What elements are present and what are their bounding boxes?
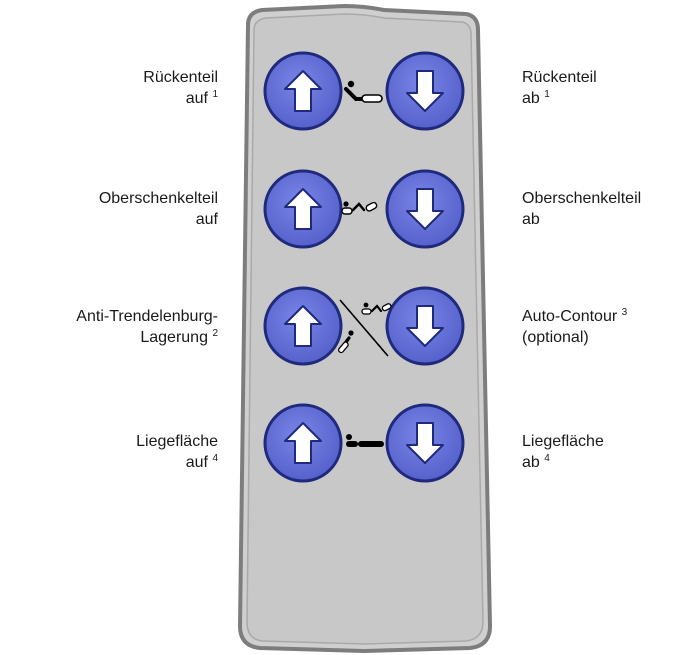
label-line: Lagerung <box>140 329 208 346</box>
label-line: ab <box>522 90 540 107</box>
label-backrest-up: Rückenteil auf 1 <box>143 67 218 109</box>
anti-trendelenburg-button[interactable] <box>263 286 343 366</box>
label-platform-down: Liegefläche ab 4 <box>522 431 604 473</box>
label-line: Oberschenkelteil <box>522 190 642 207</box>
backrest-icon <box>344 80 383 103</box>
backrest-up-button[interactable] <box>263 51 343 131</box>
label-line: ab <box>522 454 540 471</box>
label-line: auf <box>185 454 208 471</box>
footnote-marker: 4 <box>212 453 218 464</box>
label-platform-up: Liegefläche auf 4 <box>136 431 218 473</box>
label-auto-contour: Auto-Contour 3 (optional) <box>522 306 627 348</box>
footnote-marker: 2 <box>212 328 218 339</box>
footnote-marker: 3 <box>621 307 628 318</box>
auto-contour-button[interactable] <box>385 286 465 366</box>
label-line: Rückenteil <box>522 69 597 86</box>
label-line: Rückenteil <box>143 69 218 86</box>
footnote-marker: 1 <box>212 89 218 100</box>
label-line: auf <box>195 211 218 228</box>
label-line: (optional) <box>522 329 589 346</box>
label-line: Anti-Trendelenburg- <box>76 308 218 325</box>
label-line: auf <box>185 90 208 107</box>
label-line: Liegefläche <box>522 433 604 450</box>
anti-trendelenburg-auto-contour-icon <box>337 299 392 357</box>
label-thigh-up: Oberschenkelteil auf <box>99 188 218 230</box>
label-line: Liegefläche <box>136 433 218 450</box>
label-thigh-down: Oberschenkelteil ab <box>522 188 641 230</box>
backrest-down-button[interactable] <box>385 51 465 131</box>
label-line: Auto-Contour <box>522 308 618 325</box>
mattress-platform-icon <box>346 434 384 447</box>
thigh-down-button[interactable] <box>385 169 465 249</box>
platform-down-button[interactable] <box>385 403 465 483</box>
label-backrest-down: Rückenteil ab 1 <box>522 67 597 109</box>
platform-up-button[interactable] <box>263 403 343 483</box>
footnote-marker: 4 <box>544 453 550 464</box>
thigh-up-button[interactable] <box>263 169 343 249</box>
label-line: ab <box>522 211 540 228</box>
footnote-marker: 1 <box>544 89 550 100</box>
label-line: Oberschenkelteil <box>98 190 218 207</box>
label-anti-trendelenburg: Anti-Trendelenburg- Lagerung 2 <box>76 306 218 348</box>
thigh-section-icon <box>341 201 378 215</box>
